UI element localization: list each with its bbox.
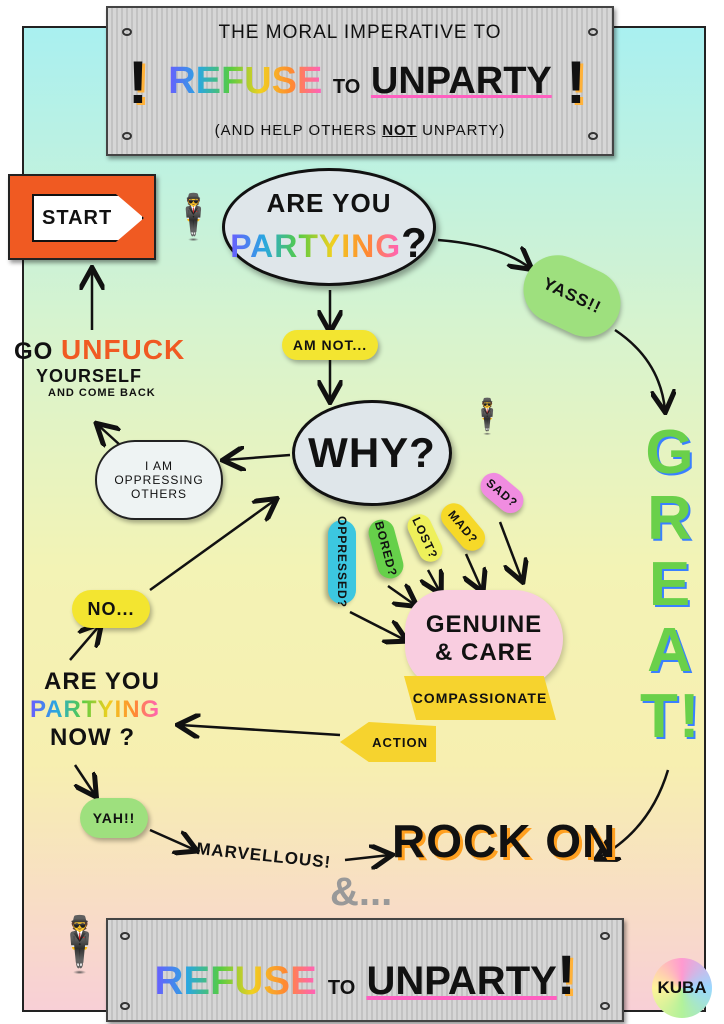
care-line1: Genuine: [425, 611, 543, 638]
great-label: Great!: [640, 418, 701, 751]
header-line1: The moral imperative to: [218, 22, 502, 43]
screw-icon: [600, 932, 610, 940]
arrow-marv-rockon: [344, 855, 390, 860]
screw-icon: [600, 1002, 610, 1010]
title-refuse: Refuse: [168, 60, 323, 102]
exclamation-left: !: [128, 49, 148, 116]
footer-refuse: Refuse: [154, 959, 317, 1003]
compassionate-label: Compassionate: [404, 676, 556, 720]
why-bubble: Why?: [292, 400, 452, 506]
stick-figure-icon: 🕴: [466, 398, 509, 436]
arrow-sad-care: [498, 521, 522, 580]
ampersand-label: &...: [330, 870, 393, 914]
are-you-partying-now: Are you Partying now ?: [30, 668, 160, 752]
arrow-q2-no: [69, 625, 100, 661]
arrow-lost-care: [428, 570, 440, 592]
start-box[interactable]: Start: [8, 174, 156, 260]
q1-partying: Partying: [230, 227, 402, 264]
yourself-text: yourself: [36, 366, 143, 386]
q2-line3: now ?: [50, 724, 135, 751]
q1-mark: ?: [401, 218, 428, 266]
screw-icon: [120, 932, 130, 940]
rock-on-label: Rock on: [392, 815, 617, 867]
header-subtitle: (and help others not unparty): [108, 122, 612, 139]
subtitle-not: not: [382, 122, 417, 139]
feeling-oppressed: Oppressed?: [328, 516, 356, 608]
subtitle-part: unparty): [422, 122, 506, 139]
are-you-partying-bubble: Are you Partying?: [222, 168, 436, 286]
header-title: Refuse to Unparty: [158, 60, 562, 103]
q1-line1: Are you: [266, 187, 392, 218]
arrow-yass-great: [614, 328, 665, 410]
no-label: No...: [72, 590, 150, 628]
screw-icon: [122, 132, 132, 140]
subtitle-part: (and help others: [214, 122, 378, 139]
title-unparty: Unparty: [370, 60, 552, 102]
arrow-bored-care: [387, 586, 415, 605]
screw-icon: [588, 132, 598, 140]
kuba-signature: KUBA: [652, 958, 712, 1018]
arrow-why-thought: [225, 455, 291, 460]
arrow-great-rockon: [598, 769, 670, 858]
footer-title: Refuse to Unparty!: [138, 942, 592, 1007]
go-unfuck-yourself-note: Go Unfuck yourself and come back: [14, 334, 234, 399]
am-not-label: Am not...: [282, 330, 378, 360]
yah-label: Yah!!: [80, 798, 148, 838]
arrow-action-q2: [180, 725, 341, 735]
exclamation-right: !: [566, 49, 586, 116]
q2-line1: Are you: [44, 668, 160, 695]
footer-exclamation: !: [556, 943, 576, 1006]
stick-figure-icon: 🕴: [166, 193, 221, 242]
stick-figure-icon: 🕴: [46, 915, 114, 975]
care-line2: & Care: [434, 639, 533, 666]
arrow-mad-care: [466, 553, 482, 590]
genuine-care-heart: Genuine & Care: [405, 590, 563, 688]
arrow-oppressed-care: [349, 610, 405, 640]
footer-unparty: Unparty: [366, 959, 557, 1003]
footer-to: to: [327, 977, 356, 999]
screw-icon: [588, 28, 598, 36]
arrow-no-why: [149, 500, 275, 592]
header-plate: The moral imperative to ! Refuse to Unpa…: [106, 6, 614, 156]
start-label: Start: [32, 194, 144, 242]
arrow-yah-marv: [149, 828, 195, 850]
come-back-text: and come back: [48, 387, 156, 399]
screw-icon: [122, 28, 132, 36]
unfuck-text: Unfuck: [61, 334, 186, 365]
title-to: to: [332, 76, 361, 98]
screw-icon: [120, 1002, 130, 1010]
thought-cloud: I am oppressing others: [95, 440, 223, 520]
go-text: Go: [14, 338, 54, 365]
arrow-q2-yah: [75, 764, 95, 795]
arrow-thought-unfuck: [98, 425, 120, 445]
footer-plate: Refuse to Unparty!: [106, 918, 624, 1022]
arrow-q1-yass: [437, 238, 530, 268]
q2-partying: Partying: [30, 696, 161, 723]
